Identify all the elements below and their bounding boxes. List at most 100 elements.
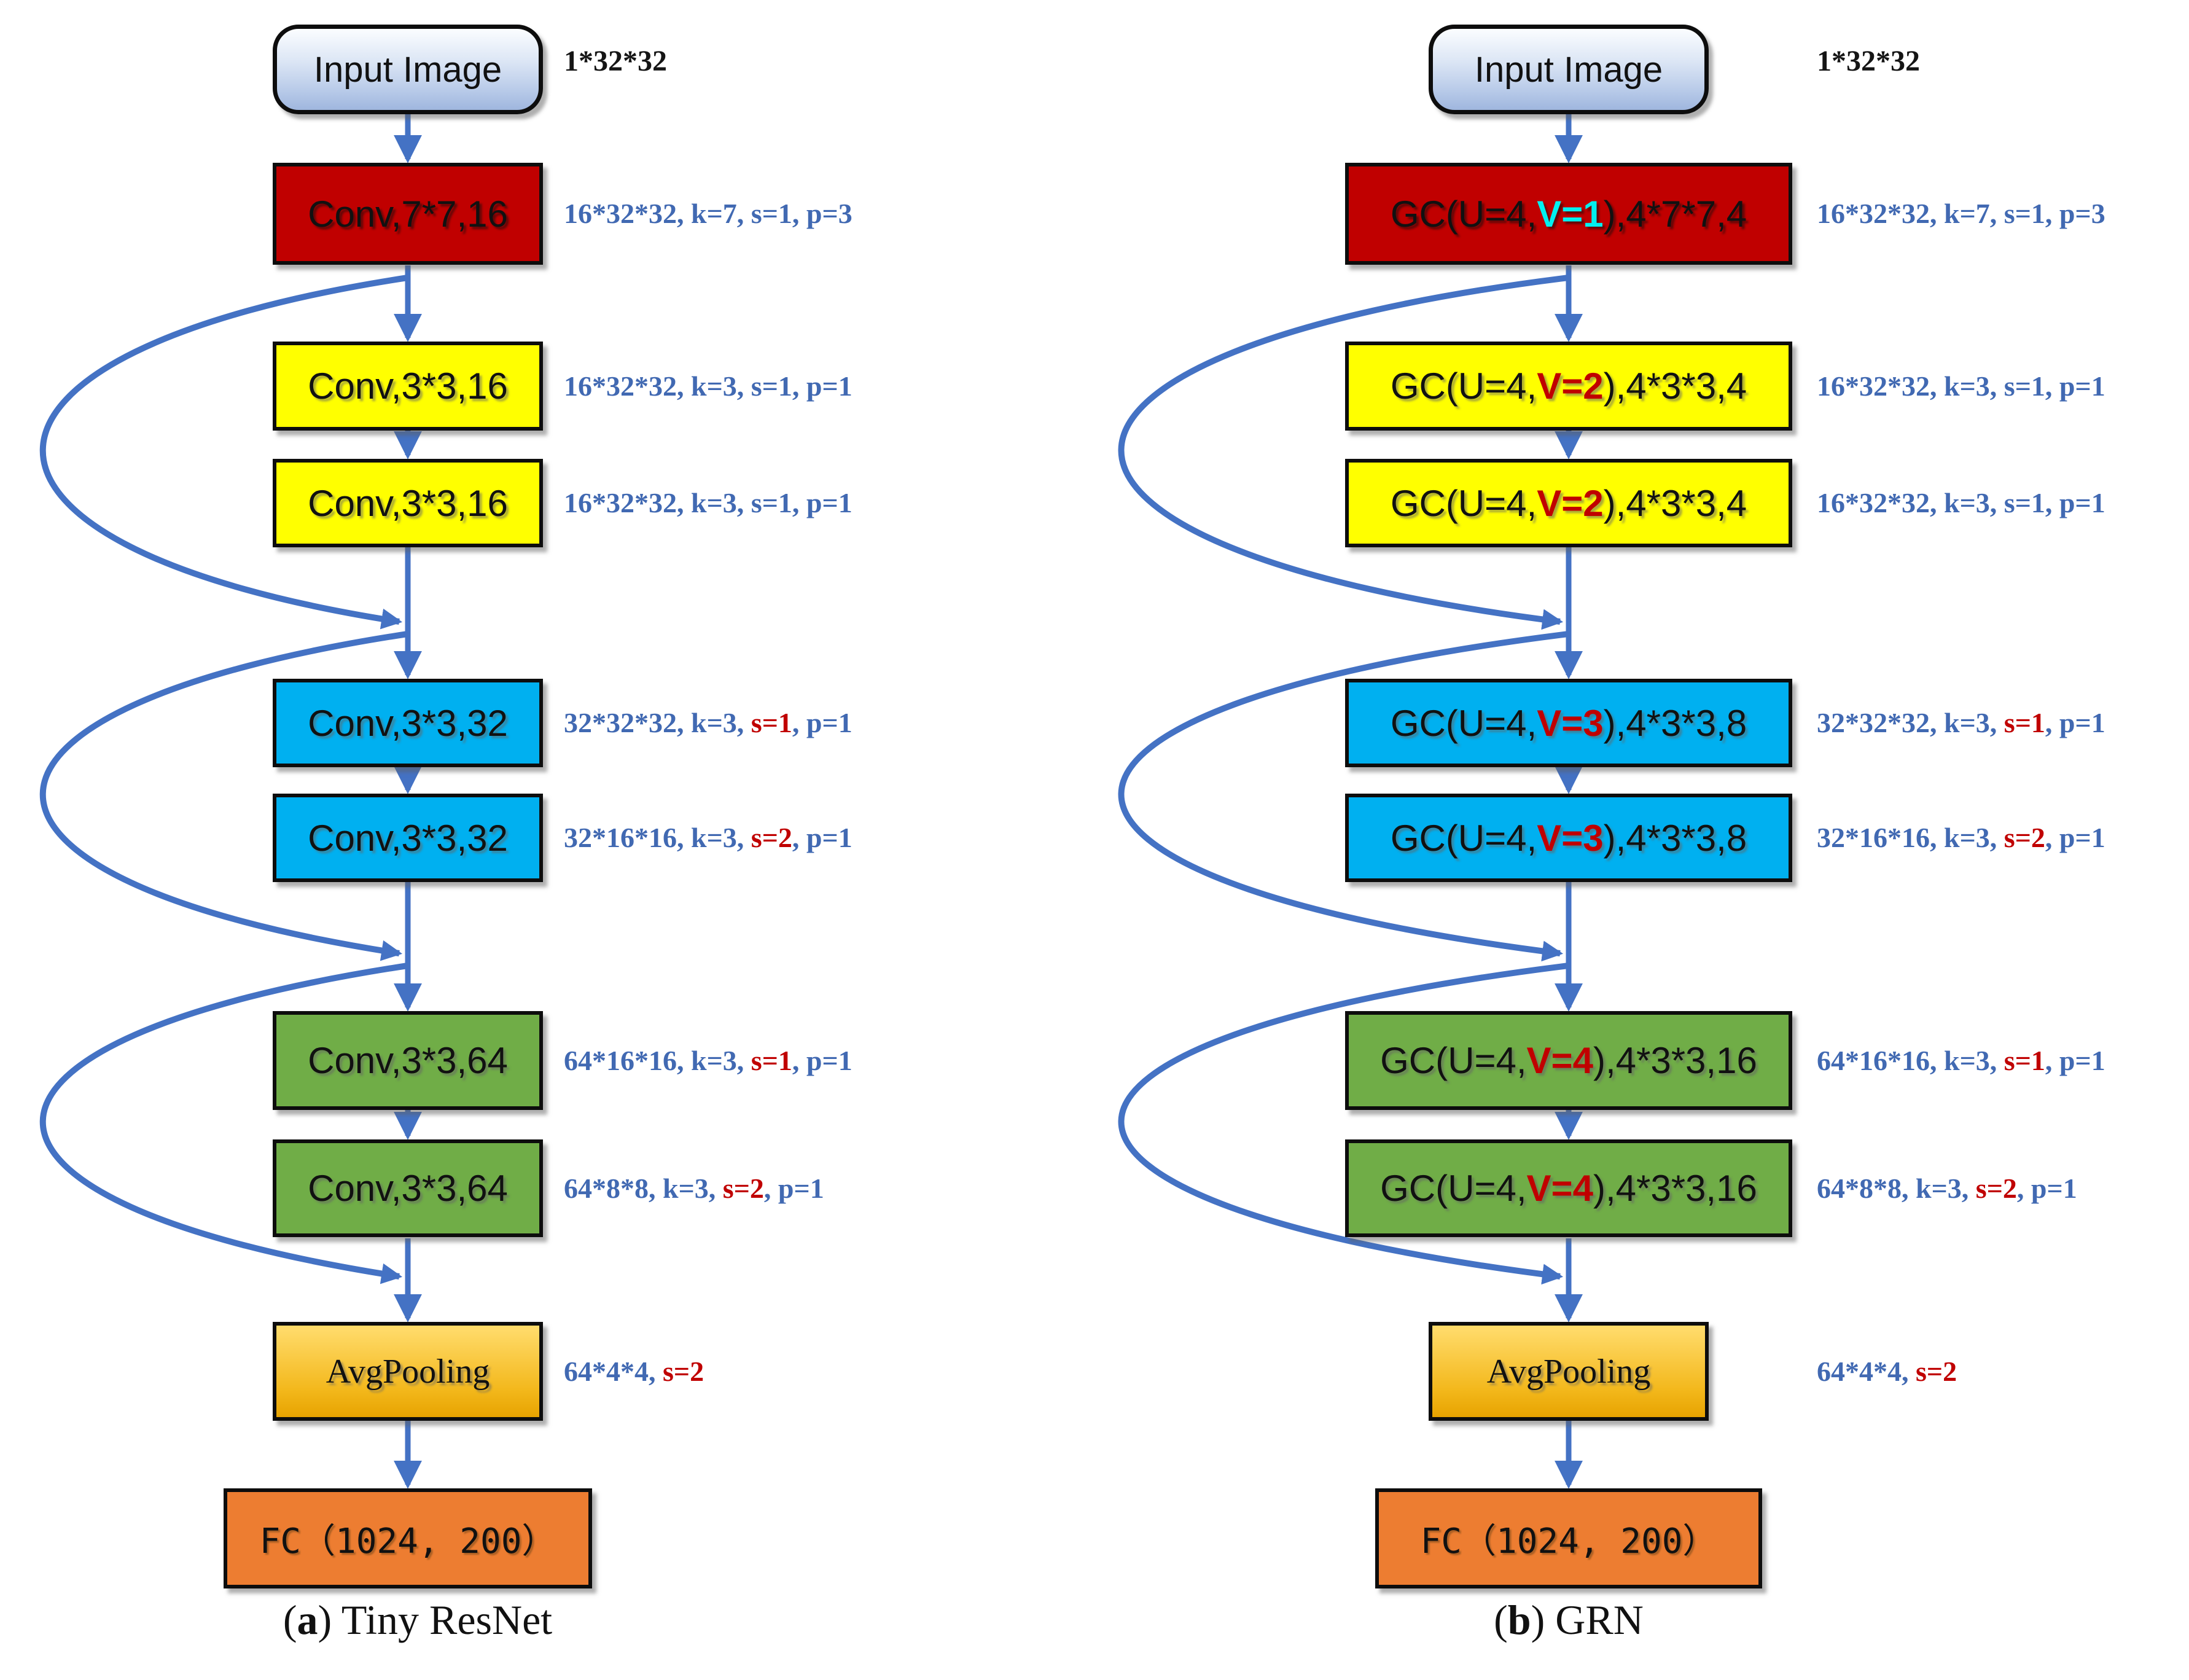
text-segment: 32*32*32, k=3,	[1817, 707, 2004, 738]
text-segment: FC（1024, 200）	[259, 1522, 556, 1561]
layer-label: Conv,3*3,64	[308, 1039, 508, 1082]
caption-letter: a	[297, 1596, 318, 1643]
layer-label: FC（1024, 200）	[1421, 1514, 1717, 1563]
layer-label: GC(U=4,V=4),4*3*3,16	[1380, 1167, 1757, 1209]
text-segment: s=1	[751, 707, 792, 738]
text-segment: 32*16*16, k=3,	[564, 822, 751, 853]
layer-label: Conv,7*7,16	[308, 193, 508, 235]
text-segment: 16*32*32, k=7, s=1, p=3	[564, 198, 853, 229]
skip-connection-arc	[39, 275, 408, 630]
layer-box-grn-0: GC(U=4,V=1),4*7*7,4	[1345, 163, 1792, 265]
text-segment: s=2	[663, 1355, 704, 1387]
text-segment: , p=1	[2045, 822, 2105, 853]
text-segment: AvgPooling	[326, 1352, 490, 1391]
text-segment: , p=1	[2045, 707, 2105, 738]
layer-label: AvgPooling	[326, 1352, 490, 1391]
text-segment: FC（1024, 200）	[1420, 1522, 1717, 1561]
text-segment: ),4*3*3,4	[1603, 482, 1747, 524]
layer-annotation: 16*32*32, k=3, s=1, p=1	[564, 361, 853, 412]
text-segment: , p=1	[792, 1044, 853, 1076]
layer-box-tiny-resnet-5: Conv,3*3,64	[273, 1011, 543, 1110]
text-segment: ),4*3*3,16	[1593, 1168, 1757, 1209]
text-segment: 64*8*8, k=3,	[1817, 1172, 1976, 1204]
text-segment: GC(U=4,	[1390, 193, 1537, 235]
layer-annotation: 16*32*32, k=7, s=1, p=3	[1817, 188, 2105, 240]
layer-annotation: 32*16*16, k=3, s=2, p=1	[564, 812, 853, 864]
layer-annotation: 32*16*16, k=3, s=2, p=1	[1817, 812, 2105, 864]
layer-box-grn-6: GC(U=4,V=4),4*3*3,16	[1345, 1139, 1792, 1237]
layer-annotation: 64*16*16, k=3, s=1, p=1	[564, 1035, 853, 1087]
diagram-caption: (b) GRN	[1494, 1596, 1644, 1644]
layer-annotation: 64*4*4, s=2	[1817, 1346, 1957, 1397]
layer-box-tiny-resnet-1: Conv,3*3,16	[273, 342, 543, 431]
text-segment: ),4*7*7,4	[1603, 193, 1747, 235]
caption-paren-open: (	[283, 1596, 297, 1643]
text-segment: V=4	[1526, 1040, 1593, 1081]
skip-connection-arc	[1118, 275, 1569, 630]
skip-connection-arc	[1118, 631, 1569, 962]
text-segment: V=1	[1537, 193, 1604, 235]
flow-tiny-resnet	[39, 114, 422, 1489]
text-segment: Conv,3*3,16	[308, 365, 508, 407]
input-size-annotation: 1*32*32	[564, 45, 667, 77]
layer-label: GC(U=4,V=2),4*3*3,4	[1391, 365, 1747, 407]
text-segment: AvgPooling	[1486, 1352, 1651, 1391]
text-segment: s=1	[751, 1044, 792, 1076]
text-segment: , p=1	[2045, 1044, 2105, 1076]
layer-annotation: 32*32*32, k=3, s=1, p=1	[1817, 697, 2105, 749]
layer-box-grn-7: AvgPooling	[1429, 1322, 1709, 1421]
layer-label: Conv,3*3,16	[308, 365, 508, 407]
text-segment: 64*16*16, k=3,	[1817, 1044, 2004, 1076]
text-segment: GC(U=4,	[1390, 817, 1537, 859]
text-segment: 64*4*4,	[1817, 1355, 1916, 1387]
text-segment: s=2	[1916, 1355, 1957, 1387]
caption-text: ) GRN	[1531, 1596, 1644, 1643]
layer-label: GC(U=4,V=4),4*3*3,16	[1380, 1039, 1757, 1082]
text-segment: Conv,3*3,64	[308, 1040, 508, 1081]
layer-annotation: 64*4*4, s=2	[564, 1346, 704, 1397]
text-segment: Conv,3*3,16	[308, 482, 508, 524]
layer-annotation: 16*32*32, k=3, s=1, p=1	[1817, 361, 2105, 412]
layer-label: GC(U=4,V=2),4*3*3,4	[1391, 482, 1747, 525]
text-segment: , p=1	[792, 822, 853, 853]
text-segment: s=2	[751, 822, 792, 853]
text-segment: V=2	[1537, 365, 1604, 407]
text-segment: , p=1	[763, 1172, 824, 1204]
text-segment: 16*32*32, k=3, s=1, p=1	[1817, 370, 2105, 402]
text-segment: Conv,3*3,32	[308, 817, 508, 859]
layer-label: GC(U=4,V=3),4*3*3,8	[1391, 702, 1747, 744]
text-segment: 64*4*4,	[564, 1355, 663, 1387]
text-segment: ),4*3*3,4	[1603, 365, 1747, 407]
layer-box-tiny-resnet-3: Conv,3*3,32	[273, 679, 543, 767]
layer-label: Conv,3*3,64	[308, 1167, 508, 1209]
text-segment: 16*32*32, k=3, s=1, p=1	[1817, 487, 2105, 518]
layer-box-tiny-resnet-2: Conv,3*3,16	[273, 459, 543, 547]
layer-box-tiny-resnet-4: Conv,3*3,32	[273, 794, 543, 882]
skip-connection-arc	[39, 631, 408, 961]
caption-text: ) Tiny ResNet	[318, 1596, 553, 1643]
layer-annotation: 16*32*32, k=3, s=1, p=1	[564, 477, 853, 529]
text-segment: 32*16*16, k=3,	[1817, 822, 2004, 853]
layer-annotation: 64*8*8, k=3, s=2, p=1	[1817, 1163, 2077, 1214]
text-segment: V=3	[1537, 702, 1604, 744]
input-box: Input Image	[273, 25, 543, 114]
layer-label: GC(U=4,V=1),4*7*7,4	[1391, 193, 1747, 235]
text-segment: 16*32*32, k=3, s=1, p=1	[564, 370, 853, 402]
caption-letter: b	[1507, 1596, 1531, 1643]
text-segment: s=1	[2004, 1044, 2045, 1076]
layer-box-grn-5: GC(U=4,V=4),4*3*3,16	[1345, 1011, 1792, 1110]
text-segment: 16*32*32, k=3, s=1, p=1	[564, 487, 853, 518]
text-segment: V=4	[1526, 1168, 1593, 1209]
text-segment: 64*8*8, k=3,	[564, 1172, 723, 1204]
layer-annotation: 64*8*8, k=3, s=2, p=1	[564, 1163, 824, 1214]
text-segment: ),4*3*3,16	[1593, 1040, 1757, 1081]
text-segment: 64*16*16, k=3,	[564, 1044, 751, 1076]
text-segment: Conv,7*7,16	[308, 193, 508, 235]
text-segment: GC(U=4,	[1380, 1040, 1527, 1081]
layer-box-tiny-resnet-0: Conv,7*7,16	[273, 163, 543, 265]
text-segment: Conv,3*3,32	[308, 702, 508, 744]
text-segment: GC(U=4,	[1390, 365, 1537, 407]
layer-annotation: 64*16*16, k=3, s=1, p=1	[1817, 1035, 2105, 1087]
input-size-annotation: 1*32*32	[1817, 45, 1920, 77]
